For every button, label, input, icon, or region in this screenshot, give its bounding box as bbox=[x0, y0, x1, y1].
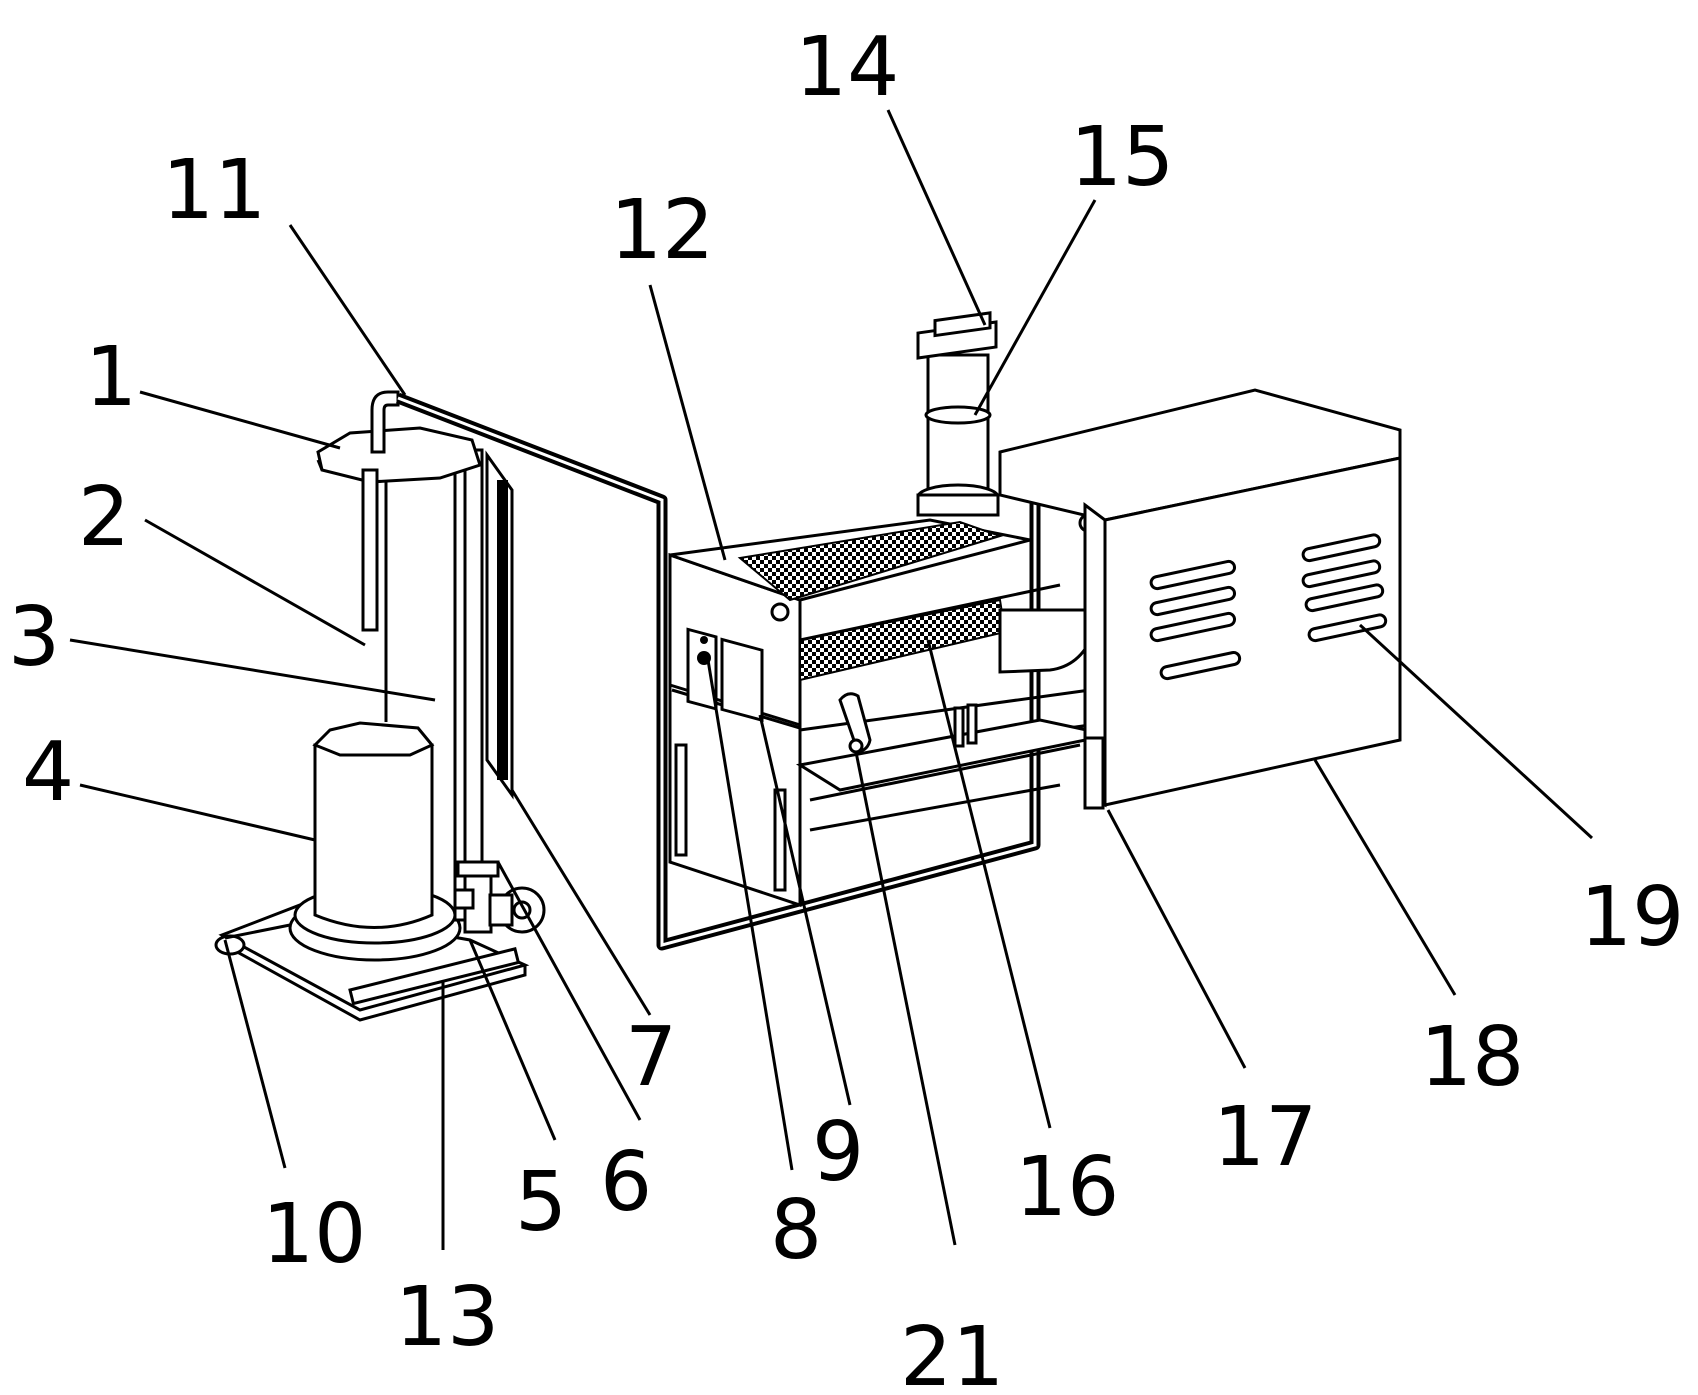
control-box-right bbox=[720, 637, 764, 723]
leader-15 bbox=[973, 199, 1097, 416]
leader-11 bbox=[288, 224, 407, 396]
leader-1 bbox=[139, 390, 341, 450]
leader-16 bbox=[926, 639, 1052, 1129]
front-leg bbox=[674, 743, 688, 857]
support-post-b bbox=[966, 703, 978, 745]
leader-21 bbox=[854, 751, 957, 1246]
top-disc bbox=[316, 426, 482, 484]
vent-slot bbox=[1159, 650, 1242, 681]
top-disc-rim bbox=[316, 459, 324, 471]
shelf-under-1 bbox=[809, 743, 1081, 802]
leader-5 bbox=[468, 939, 557, 1141]
leader-19 bbox=[1358, 623, 1594, 840]
callout-2: 2 bbox=[78, 470, 130, 565]
vent-slot bbox=[1307, 613, 1388, 643]
vents-right bbox=[1301, 533, 1388, 643]
feed-pipe bbox=[370, 390, 400, 454]
tower-body bbox=[926, 353, 990, 497]
front-leg-right bbox=[773, 788, 787, 892]
tower-base bbox=[916, 493, 1000, 517]
callout-5: 5 bbox=[515, 1155, 567, 1250]
mesh-belt-lower bbox=[799, 598, 1007, 682]
base-foot bbox=[214, 934, 246, 956]
support-post-a bbox=[953, 706, 965, 748]
leader-12 bbox=[648, 284, 727, 561]
nozzle-tip bbox=[848, 738, 864, 754]
callout-12: 12 bbox=[610, 183, 714, 278]
leader-18 bbox=[1313, 759, 1457, 996]
valve-cap bbox=[456, 860, 500, 878]
callout-18: 18 bbox=[1420, 1010, 1524, 1105]
base-rod bbox=[224, 923, 291, 940]
callout-3: 3 bbox=[8, 590, 60, 685]
callout-4: 4 bbox=[22, 725, 74, 820]
leader-14 bbox=[886, 109, 987, 326]
callout-14: 14 bbox=[795, 20, 899, 115]
callout-1: 1 bbox=[85, 330, 137, 425]
vent-slot bbox=[1149, 611, 1237, 643]
control-indicator bbox=[700, 636, 708, 644]
callout-13: 13 bbox=[395, 1270, 499, 1365]
shelf-rail-1 bbox=[799, 583, 1061, 642]
box-side bbox=[1083, 502, 1107, 808]
callout-21: 21 bbox=[900, 1310, 1004, 1395]
box-foot bbox=[1083, 736, 1105, 810]
pump-housing bbox=[488, 893, 514, 927]
leader-6 bbox=[496, 861, 642, 1121]
right-unit bbox=[998, 388, 1402, 810]
leader-9 bbox=[758, 714, 852, 1106]
callout-19: 19 bbox=[1580, 870, 1684, 965]
leader-2 bbox=[144, 518, 366, 647]
leader-3 bbox=[69, 638, 436, 702]
callout-15: 15 bbox=[1070, 110, 1174, 205]
vent-slot bbox=[1149, 585, 1237, 617]
cylinder-body bbox=[313, 743, 434, 929]
callout-8: 8 bbox=[770, 1183, 822, 1278]
control-box-left bbox=[686, 627, 718, 711]
tower-cap-top bbox=[933, 311, 992, 338]
tower-ring-top bbox=[924, 405, 992, 425]
vent-slot bbox=[1301, 533, 1382, 563]
middle-unit bbox=[668, 311, 1111, 908]
leader-10 bbox=[223, 939, 287, 1169]
back-panel-edge bbox=[497, 480, 508, 780]
callout-10: 10 bbox=[262, 1187, 366, 1282]
shelf-under-2 bbox=[809, 783, 1061, 832]
leader-4 bbox=[79, 783, 316, 842]
nozzle bbox=[838, 692, 872, 754]
vent-slot bbox=[1304, 583, 1385, 613]
vent-slot bbox=[1149, 559, 1237, 591]
bolt-hole-left bbox=[770, 602, 790, 622]
callout-17: 17 bbox=[1213, 1090, 1317, 1185]
left-unit bbox=[214, 390, 546, 1022]
callout-6: 6 bbox=[600, 1135, 652, 1230]
base-rail-front bbox=[348, 947, 521, 1006]
leader-8 bbox=[706, 659, 794, 1171]
mesh-belt-upper bbox=[737, 520, 1004, 602]
leader-lines bbox=[69, 109, 1594, 1250]
callout-16: 16 bbox=[1015, 1140, 1119, 1235]
callout-labels: 1 2 3 4 5 6 7 8 9 10 11 12 13 14 15 16 1… bbox=[8, 20, 1684, 1395]
callout-11: 11 bbox=[162, 143, 266, 238]
vents-left bbox=[1149, 559, 1242, 681]
cylinder-top bbox=[312, 721, 435, 757]
valve-stem bbox=[453, 888, 475, 910]
leader-7 bbox=[510, 789, 652, 1016]
leader-17 bbox=[1106, 809, 1247, 1069]
callout-7: 7 bbox=[625, 1010, 677, 1105]
tall-post-back bbox=[453, 448, 467, 922]
callout-9: 9 bbox=[812, 1105, 864, 1200]
vent-slot bbox=[1301, 559, 1382, 589]
hanging-rod bbox=[361, 468, 379, 632]
